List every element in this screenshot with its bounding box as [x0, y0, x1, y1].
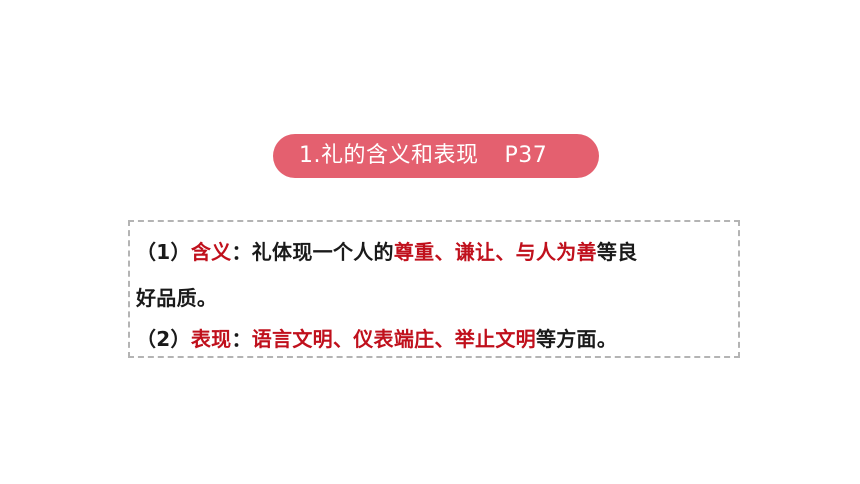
section-title-pill: 1.礼的含义和表现 P37 [273, 134, 599, 178]
item2-line: （2）表现：语言文明、仪表端庄、举止文明等方面。 [136, 323, 617, 352]
item1-keywords: 尊重、谦让、与人为善 [393, 240, 597, 264]
item1-text: 礼体现一个人的 [251, 240, 394, 264]
item2-colon: ： [231, 327, 252, 351]
section-title: 1.礼的含义和表现 [299, 143, 479, 168]
item1-colon: ： [231, 240, 252, 264]
item2-keywords: 语言文明、仪表端庄、举止文明 [251, 327, 536, 351]
item1-line1: （1）含义：礼体现一个人的尊重、谦让、与人为善等良 [136, 236, 637, 265]
item2-text-end: 等方面。 [535, 327, 618, 351]
item1-text-continued: 好品质。 [136, 286, 218, 310]
item2-number: （2） [136, 327, 191, 351]
item2-label: 表现 [190, 327, 232, 351]
item1-label: 含义 [190, 240, 232, 264]
item1-number: （1） [136, 240, 191, 264]
content-box: （1）含义：礼体现一个人的尊重、谦让、与人为善等良 好品质。 （2）表现：语言文… [128, 220, 740, 358]
page-reference: P37 [504, 143, 548, 168]
item1-text-end: 等良 [596, 240, 638, 264]
item1-line2: 好品质。 [136, 282, 217, 311]
